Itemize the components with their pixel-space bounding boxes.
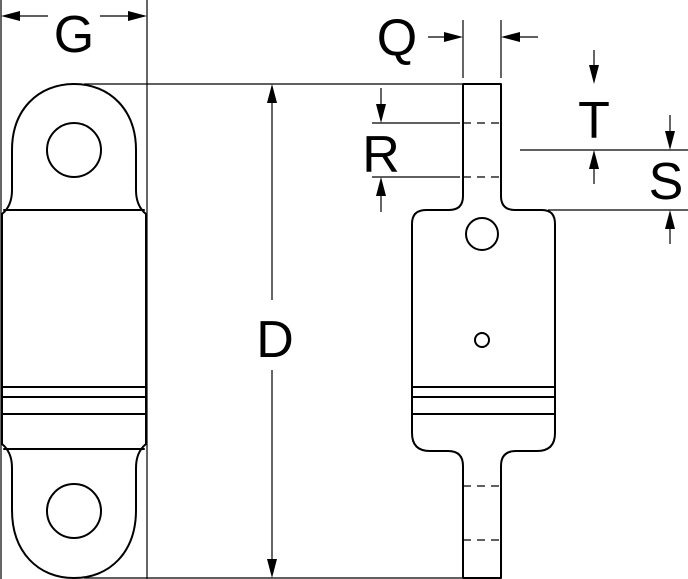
d-label: D [256, 311, 294, 369]
q-label: Q [377, 9, 417, 67]
t-label: T [578, 92, 610, 150]
front-view-outline [1, 83, 147, 579]
side-view-large-hole [465, 217, 499, 251]
d-dimension: D [84, 83, 462, 579]
s-label: S [649, 153, 684, 211]
r-dimension: R [362, 88, 460, 212]
s-bottom-arrowhead [665, 210, 675, 229]
q-left-arrowhead [444, 32, 463, 42]
side-view [411, 83, 556, 579]
t-bottom-arrowhead [589, 150, 599, 169]
d-bottom-arrowhead [267, 559, 277, 578]
g-label: G [54, 6, 94, 64]
s-top-arrowhead [665, 131, 675, 150]
side-view-small-hole [474, 332, 490, 348]
front-view-bottom-hole [46, 483, 102, 539]
t-top-arrowhead [589, 65, 599, 84]
side-view-outline [411, 83, 556, 579]
q-right-arrowhead [501, 32, 520, 42]
t-dimension: T [520, 50, 612, 184]
r-bottom-arrowhead [376, 177, 386, 196]
front-view: G [0, 0, 148, 579]
g-right-arrowhead [128, 11, 147, 21]
s-dimension: S [548, 115, 688, 244]
q-dimension: Q [377, 9, 538, 78]
g-left-arrowhead [1, 11, 20, 21]
r-top-arrowhead [376, 104, 386, 123]
r-label: R [362, 126, 400, 184]
d-top-arrowhead [267, 84, 277, 103]
front-view-top-hole [46, 122, 102, 178]
